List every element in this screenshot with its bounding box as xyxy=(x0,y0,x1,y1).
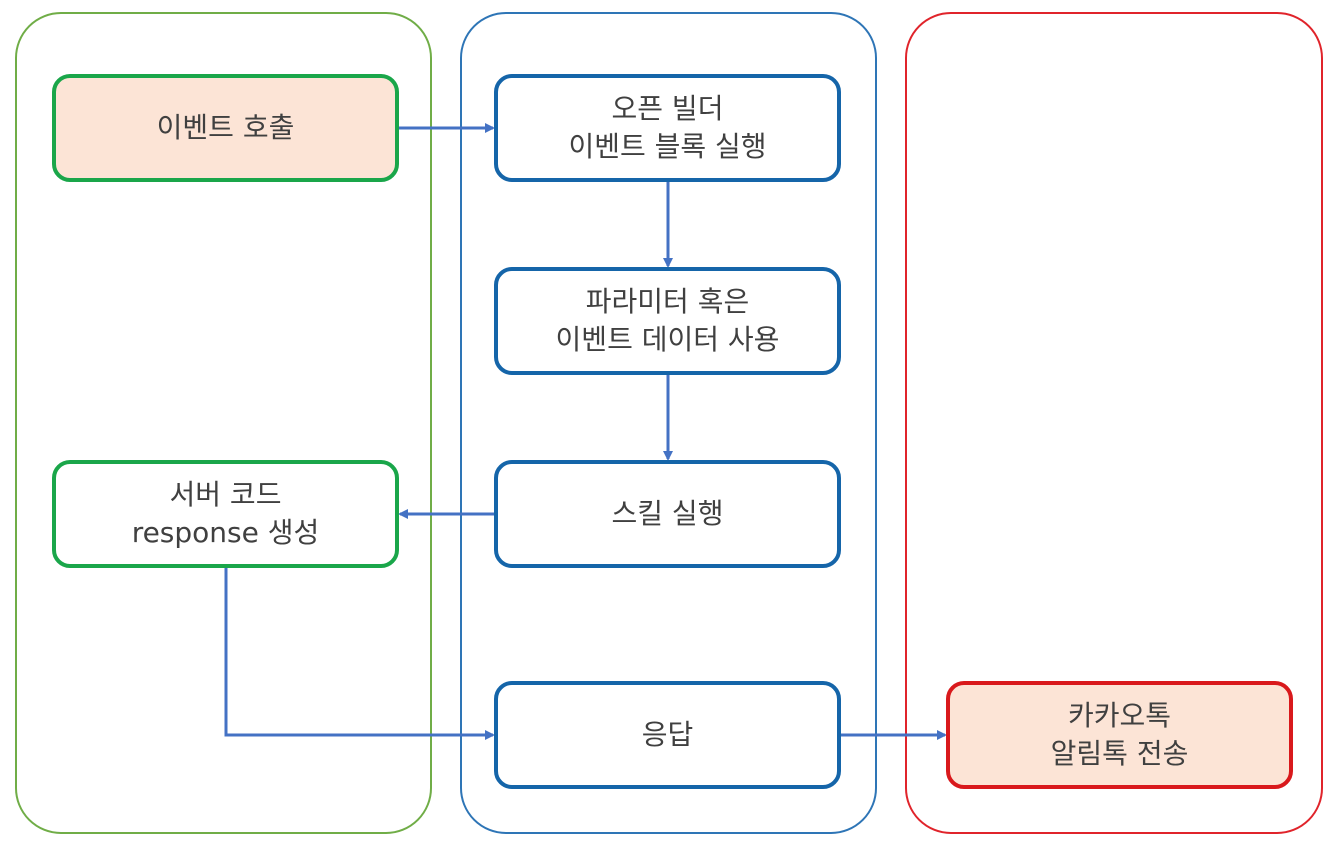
swimlane-left xyxy=(15,12,432,834)
node-label: 응답 xyxy=(641,718,694,751)
node-label: response 생성 xyxy=(131,516,320,549)
node-label: 이벤트 데이터 사용 xyxy=(555,323,780,356)
node-label: 스킬 실행 xyxy=(611,497,724,530)
node-kakao-send: 카카오톡 알림톡 전송 xyxy=(946,681,1293,789)
node-server-code: 서버 코드 response 생성 xyxy=(52,460,399,568)
swimlane-right xyxy=(905,12,1323,834)
node-label: 파라미터 혹은 xyxy=(585,285,750,318)
node-event-call: 이벤트 호출 xyxy=(52,74,399,182)
node-label: 알림톡 전송 xyxy=(1050,737,1189,770)
node-response: 응답 xyxy=(494,681,841,789)
node-param-use: 파라미터 혹은 이벤트 데이터 사용 xyxy=(494,267,841,375)
node-label: 카카오톡 xyxy=(1067,699,1172,732)
node-label: 서버 코드 xyxy=(169,478,282,511)
node-label: 이벤트 호출 xyxy=(156,111,295,144)
swimlane-middle xyxy=(460,12,877,834)
node-open-builder: 오픈 빌더 이벤트 블록 실행 xyxy=(494,74,841,182)
node-skill-run: 스킬 실행 xyxy=(494,460,841,568)
node-label: 이벤트 블록 실행 xyxy=(568,130,767,163)
node-label: 오픈 빌더 xyxy=(611,92,724,125)
